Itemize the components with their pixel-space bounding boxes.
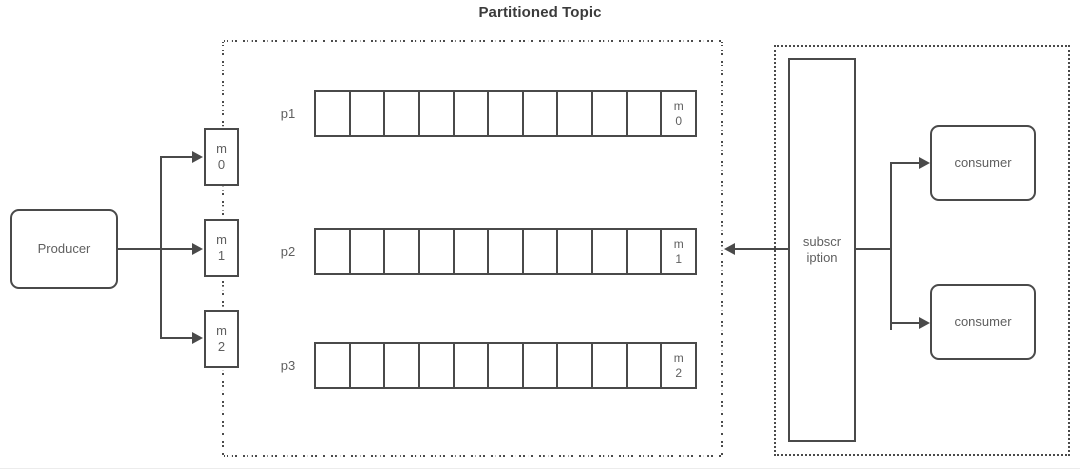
- arrow-to-m1-icon: [192, 243, 203, 255]
- partition-cell-line2: 0: [675, 113, 683, 128]
- producer-to-m1-line: [160, 248, 194, 250]
- consumer-2-label: consumer: [954, 313, 1012, 329]
- partition-cell-empty: [593, 230, 628, 273]
- producer-branch-vertical: [160, 157, 162, 338]
- message-box-m0[interactable]: m 0: [204, 128, 239, 186]
- consumer-box-2[interactable]: consumer: [930, 284, 1036, 360]
- page-bottom-rule: [0, 468, 1080, 469]
- partition-cell-empty: [524, 230, 559, 273]
- partition-cell-line1: m: [673, 99, 684, 114]
- partition-cell-empty: [316, 344, 351, 387]
- partition-cell-empty: [489, 92, 524, 135]
- partition-cell-empty: [593, 92, 628, 135]
- partition-cell-empty: [455, 344, 490, 387]
- message-m1-line2: 1: [217, 248, 226, 263]
- consumer-box-1[interactable]: consumer: [930, 125, 1036, 201]
- partition-cell-empty: [351, 230, 386, 273]
- partition-cell-empty: [455, 230, 490, 273]
- subscription-label-line1: subscr: [802, 233, 842, 249]
- subscription-trunk-line: [856, 248, 892, 250]
- partition-cell-empty: [351, 344, 386, 387]
- message-m0-line1: m: [216, 140, 227, 156]
- partition-cell-empty: [489, 344, 524, 387]
- diagram-title: Partitioned Topic: [478, 4, 602, 21]
- partition-cell-empty: [420, 344, 455, 387]
- partition-cell-line2: 1: [675, 251, 683, 266]
- partition-label-p1: p1: [280, 106, 296, 121]
- consumer-1-label: consumer: [954, 154, 1012, 170]
- partition-cell-empty: [385, 92, 420, 135]
- arrow-to-consumer2-icon: [919, 317, 930, 329]
- partition-cell-empty: [420, 230, 455, 273]
- producer-to-m0-line: [160, 156, 194, 158]
- subscription-box[interactable]: subscr iption: [788, 58, 856, 442]
- message-m2-line2: 2: [217, 339, 226, 354]
- partition-cell-line1: m: [673, 351, 684, 366]
- message-m1-line1: m: [216, 231, 227, 247]
- arrow-to-consumer1-icon: [919, 157, 930, 169]
- partition-cell-empty: [489, 230, 524, 273]
- partition-label-p3: p3: [280, 358, 296, 373]
- message-box-m1[interactable]: m 1: [204, 219, 239, 277]
- partition-cell-line1: m: [673, 237, 684, 252]
- partition-cell-empty: [628, 344, 663, 387]
- partition-label-p2: p2: [280, 244, 296, 259]
- partition-cell-empty: [558, 92, 594, 135]
- partition-cell-empty: [351, 92, 386, 135]
- arrow-to-m2-icon: [192, 332, 203, 344]
- arrow-to-m0-icon: [192, 151, 203, 163]
- partition-cell-empty: [558, 344, 594, 387]
- partition-cell-empty: [420, 92, 455, 135]
- partition-cell-empty: [628, 230, 663, 273]
- partition-cell-empty: [593, 344, 628, 387]
- consumer-branch-vertical: [890, 163, 892, 330]
- producer-label: Producer: [37, 240, 91, 256]
- partition-cell-empty: [524, 92, 559, 135]
- producer-box[interactable]: Producer: [10, 209, 118, 289]
- subscription-to-topic-line: [735, 248, 788, 250]
- message-box-m2[interactable]: m 2: [204, 310, 239, 368]
- partition-cell-empty: [524, 344, 559, 387]
- branch-to-consumer1-line: [890, 162, 922, 164]
- subscription-group-boundary: [774, 45, 1070, 456]
- partition-cell-line2: 2: [675, 365, 683, 380]
- arrow-to-topic-icon: [724, 243, 735, 255]
- partition-cell-empty: [316, 92, 351, 135]
- partition-cell-empty: [316, 230, 351, 273]
- producer-trunk-line: [118, 248, 162, 250]
- partition-cell-empty: [628, 92, 663, 135]
- partition-cell-empty: [558, 230, 594, 273]
- branch-to-consumer2-line: [890, 322, 922, 324]
- partition-cell-empty: [385, 230, 420, 273]
- partition-cell-empty: [385, 344, 420, 387]
- message-m0-line2: 0: [217, 157, 226, 172]
- partition-cell-empty: [455, 92, 490, 135]
- producer-to-m2-line: [160, 337, 194, 339]
- subscription-label-line2: iption: [806, 250, 838, 265]
- message-m2-line1: m: [216, 322, 227, 338]
